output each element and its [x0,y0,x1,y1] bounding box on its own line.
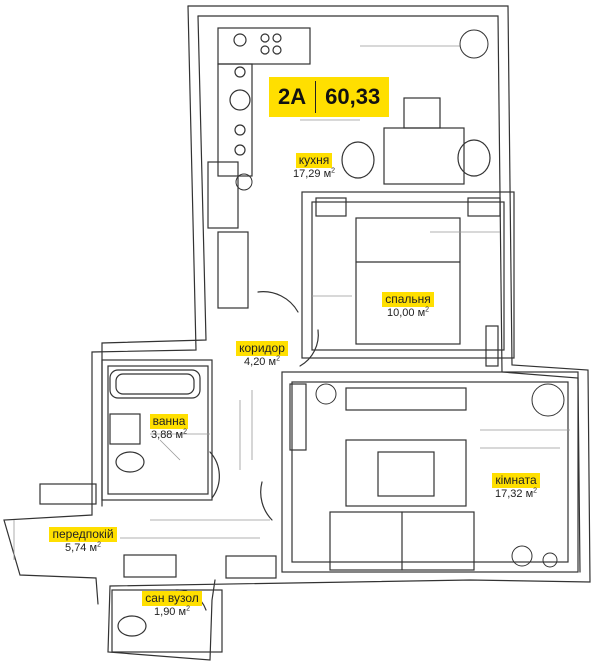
room-area: 5,74 м2 [65,541,101,554]
plant-icon [542,552,558,568]
room-name: сан вузол [142,591,202,606]
plant-icon [235,173,253,191]
wc-toilet [117,615,147,637]
plant-icon [315,383,337,405]
plant-icon [459,29,489,59]
outer-wall [3,5,197,605]
badge-divider [315,81,317,113]
apartment-type: 2A [278,84,307,109]
sink [229,89,251,111]
room-label-kitchen: кухня 17,29 м2 [266,153,362,181]
plant-icon [531,383,565,417]
room-label-bedroom: спальня 10,00 м2 [358,292,458,320]
room-name: ванна [149,414,189,429]
bed [355,217,461,345]
room-area: 17,32 м2 [494,487,538,500]
room-name: кухня [295,153,333,168]
room-name: коридор [236,341,288,356]
coffee-table [345,439,467,507]
bathroom-walls [101,359,213,501]
room-area: 4,20 м2 [244,355,280,368]
room-label-living: кімната 17,32 м2 [466,473,566,501]
room-label-wc: сан вузол 1,90 м2 [124,591,220,619]
room-area: 17,29 м2 [292,167,336,180]
apartment-badge: 2A 60,33 [269,77,390,117]
plant-icon [511,545,533,567]
toilet [115,451,145,473]
dining-table [383,127,465,185]
living-room-walls [281,371,579,573]
room-area: 1,90 м2 [154,605,190,618]
room-area: 10,00 м2 [386,306,430,319]
bathtub [109,369,201,399]
room-name: кімната [492,473,540,488]
bedroom-walls [301,191,515,359]
room-label-hallway: передпокій 5,74 м2 [30,527,136,555]
tv-stand [345,387,467,411]
room-name: спальня [382,292,434,307]
room-label-bathroom: ванна 3,88 м2 [122,414,216,442]
room-name: передпокій [49,527,117,542]
apartment-total-area: 60,33 [325,84,381,109]
room-area: 3,88 м2 [151,428,187,441]
kitchen-counter [217,27,311,65]
room-label-corridor: коридор 4,20 м2 [214,341,310,369]
outer-wall [107,5,591,661]
wc-walls [111,589,223,653]
